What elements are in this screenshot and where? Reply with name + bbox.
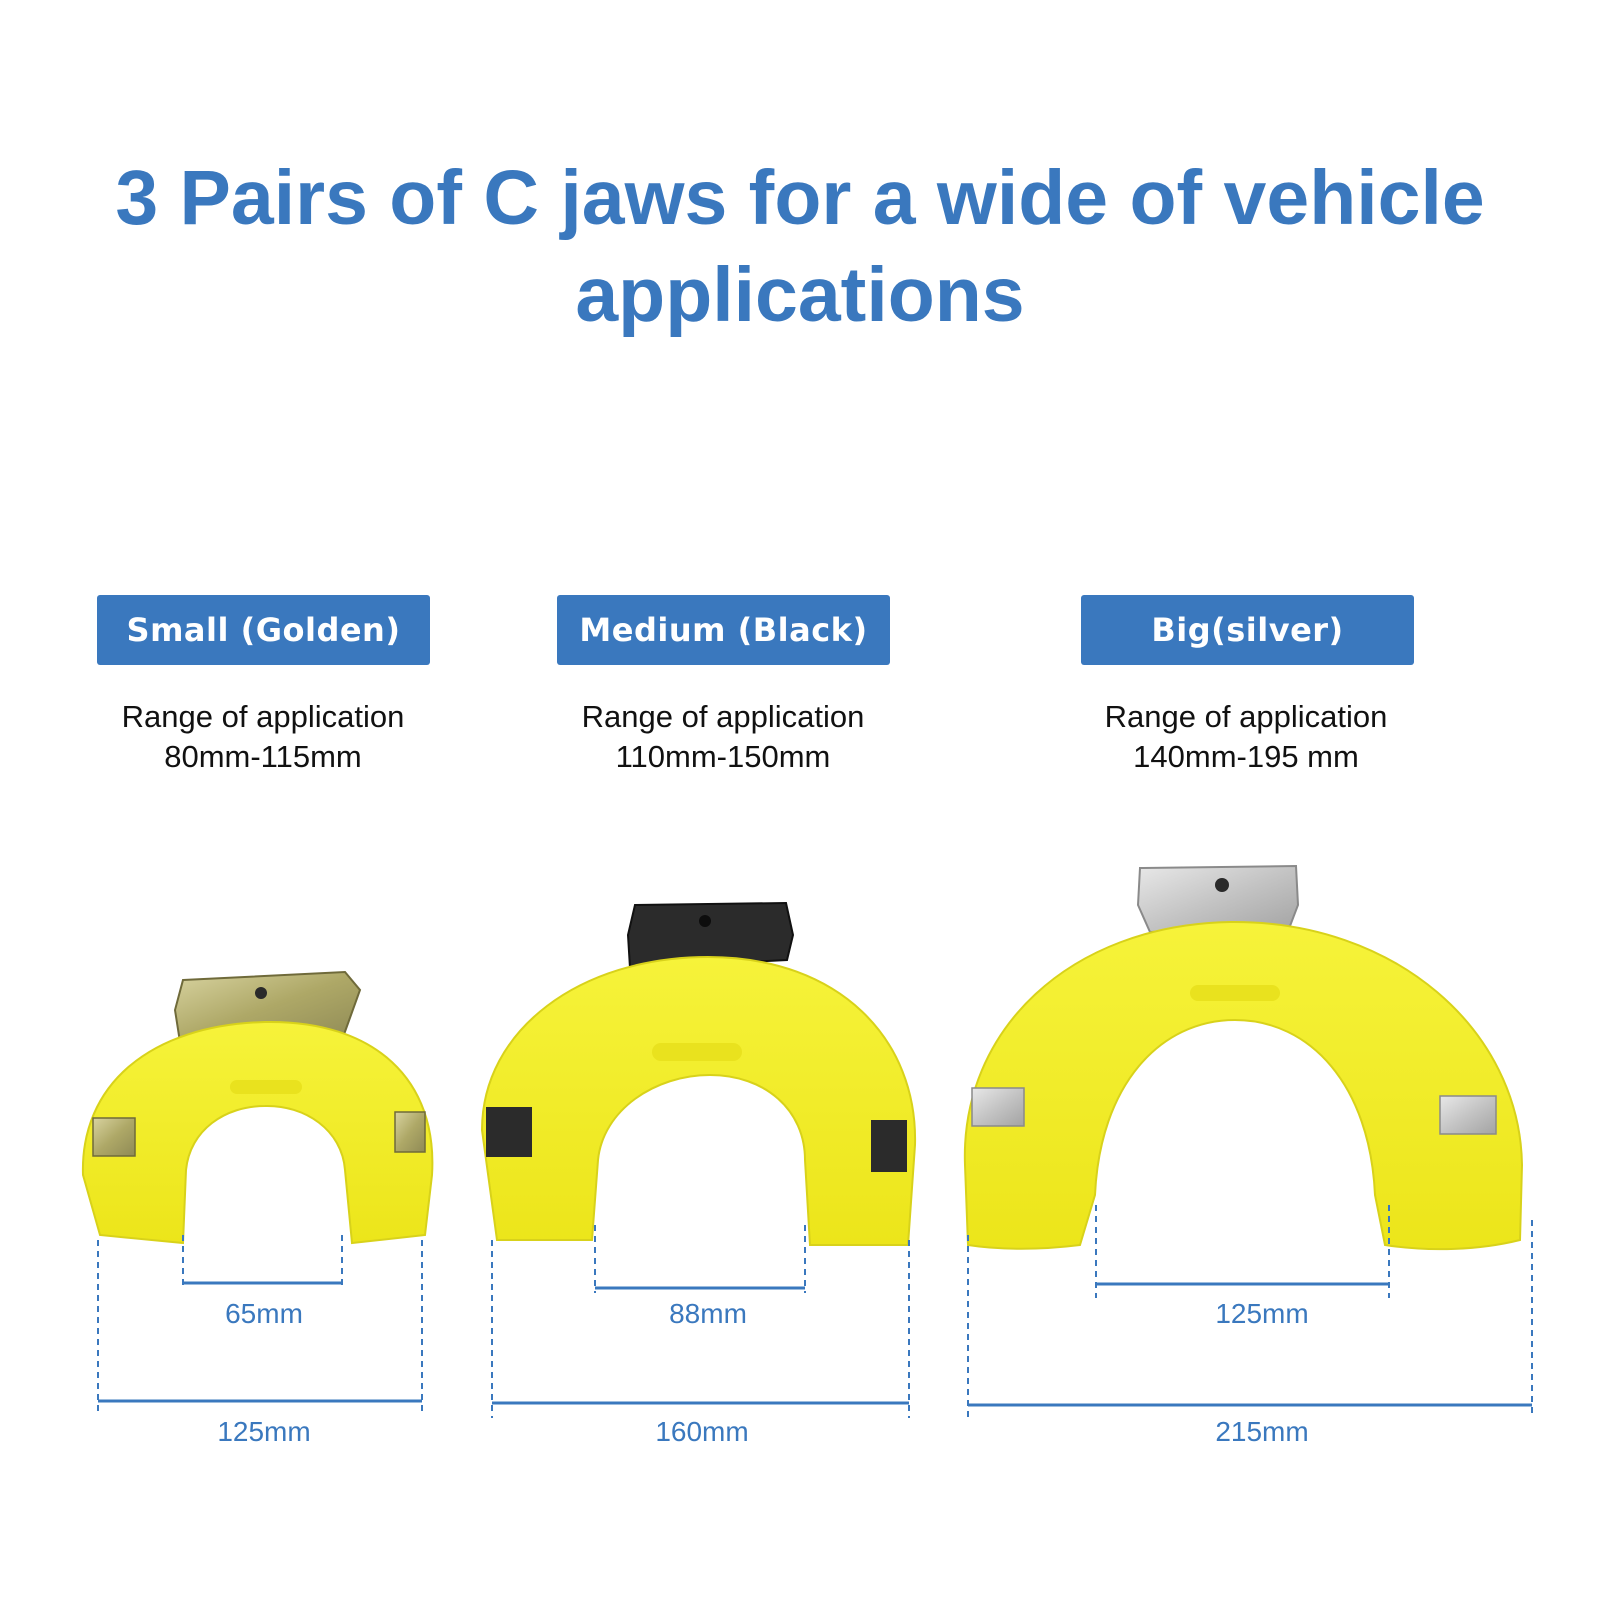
small-jaw-clip-left bbox=[92, 1117, 136, 1157]
big-jaw-clip-right bbox=[1439, 1095, 1497, 1135]
title-line-1: 3 Pairs of C jaws for a wide of vehicle bbox=[115, 155, 1485, 241]
big-range-value: 140mm-195 mm bbox=[1133, 739, 1359, 774]
title-line-2: applications bbox=[575, 252, 1025, 338]
medium-range-value: 110mm-150mm bbox=[615, 739, 831, 774]
medium-plate-hole bbox=[699, 915, 711, 927]
medium-jaw-body bbox=[480, 955, 917, 1246]
big-jaw-clip-left bbox=[971, 1087, 1025, 1127]
small-jaw-range: Range of application 80mm-115mm bbox=[83, 697, 443, 777]
small-range-heading: Range of application bbox=[121, 699, 405, 734]
big-outer-width-label: 215mm bbox=[1215, 1416, 1309, 1447]
medium-jaw-badge: Medium (Black) bbox=[557, 595, 890, 665]
big-range-heading: Range of application bbox=[1104, 699, 1388, 734]
medium-jaw bbox=[480, 901, 917, 1246]
small-outer-width-label: 125mm bbox=[217, 1416, 311, 1447]
big-jaw bbox=[963, 864, 1524, 1251]
big-jaw-slot bbox=[1190, 985, 1280, 1001]
big-plate-hole bbox=[1215, 878, 1229, 892]
small-jaw-slot bbox=[230, 1080, 302, 1094]
small-inner-width-label: 65mm bbox=[225, 1298, 303, 1329]
small-jaw-body bbox=[81, 1020, 434, 1245]
small-jaw-badge: Small (Golden) bbox=[97, 595, 430, 665]
small-jaw-clip-right bbox=[394, 1111, 426, 1153]
medium-outer-width-label: 160mm bbox=[655, 1416, 749, 1447]
medium-range-heading: Range of application bbox=[581, 699, 865, 734]
big-jaw-body bbox=[963, 920, 1524, 1251]
big-jaw-badge: Big(silver) bbox=[1081, 595, 1414, 665]
medium-inner-width-label: 88mm bbox=[669, 1298, 747, 1329]
small-plate-hole bbox=[255, 987, 267, 999]
medium-jaw-range: Range of application 110mm-150mm bbox=[543, 697, 903, 777]
medium-jaw-clip-right bbox=[871, 1120, 907, 1172]
medium-jaw-plate bbox=[626, 901, 795, 970]
big-inner-width-label: 125mm bbox=[1215, 1298, 1309, 1329]
medium-jaw-slot bbox=[652, 1043, 742, 1061]
page-title: 3 Pairs of C jaws for a wide of vehicle … bbox=[0, 150, 1600, 344]
big-jaw-range: Range of application 140mm-195 mm bbox=[1066, 697, 1426, 777]
medium-jaw-clip-left bbox=[486, 1107, 532, 1157]
dimension-lines bbox=[97, 1205, 1533, 1418]
small-range-value: 80mm-115mm bbox=[164, 739, 362, 774]
small-jaw bbox=[81, 970, 434, 1245]
